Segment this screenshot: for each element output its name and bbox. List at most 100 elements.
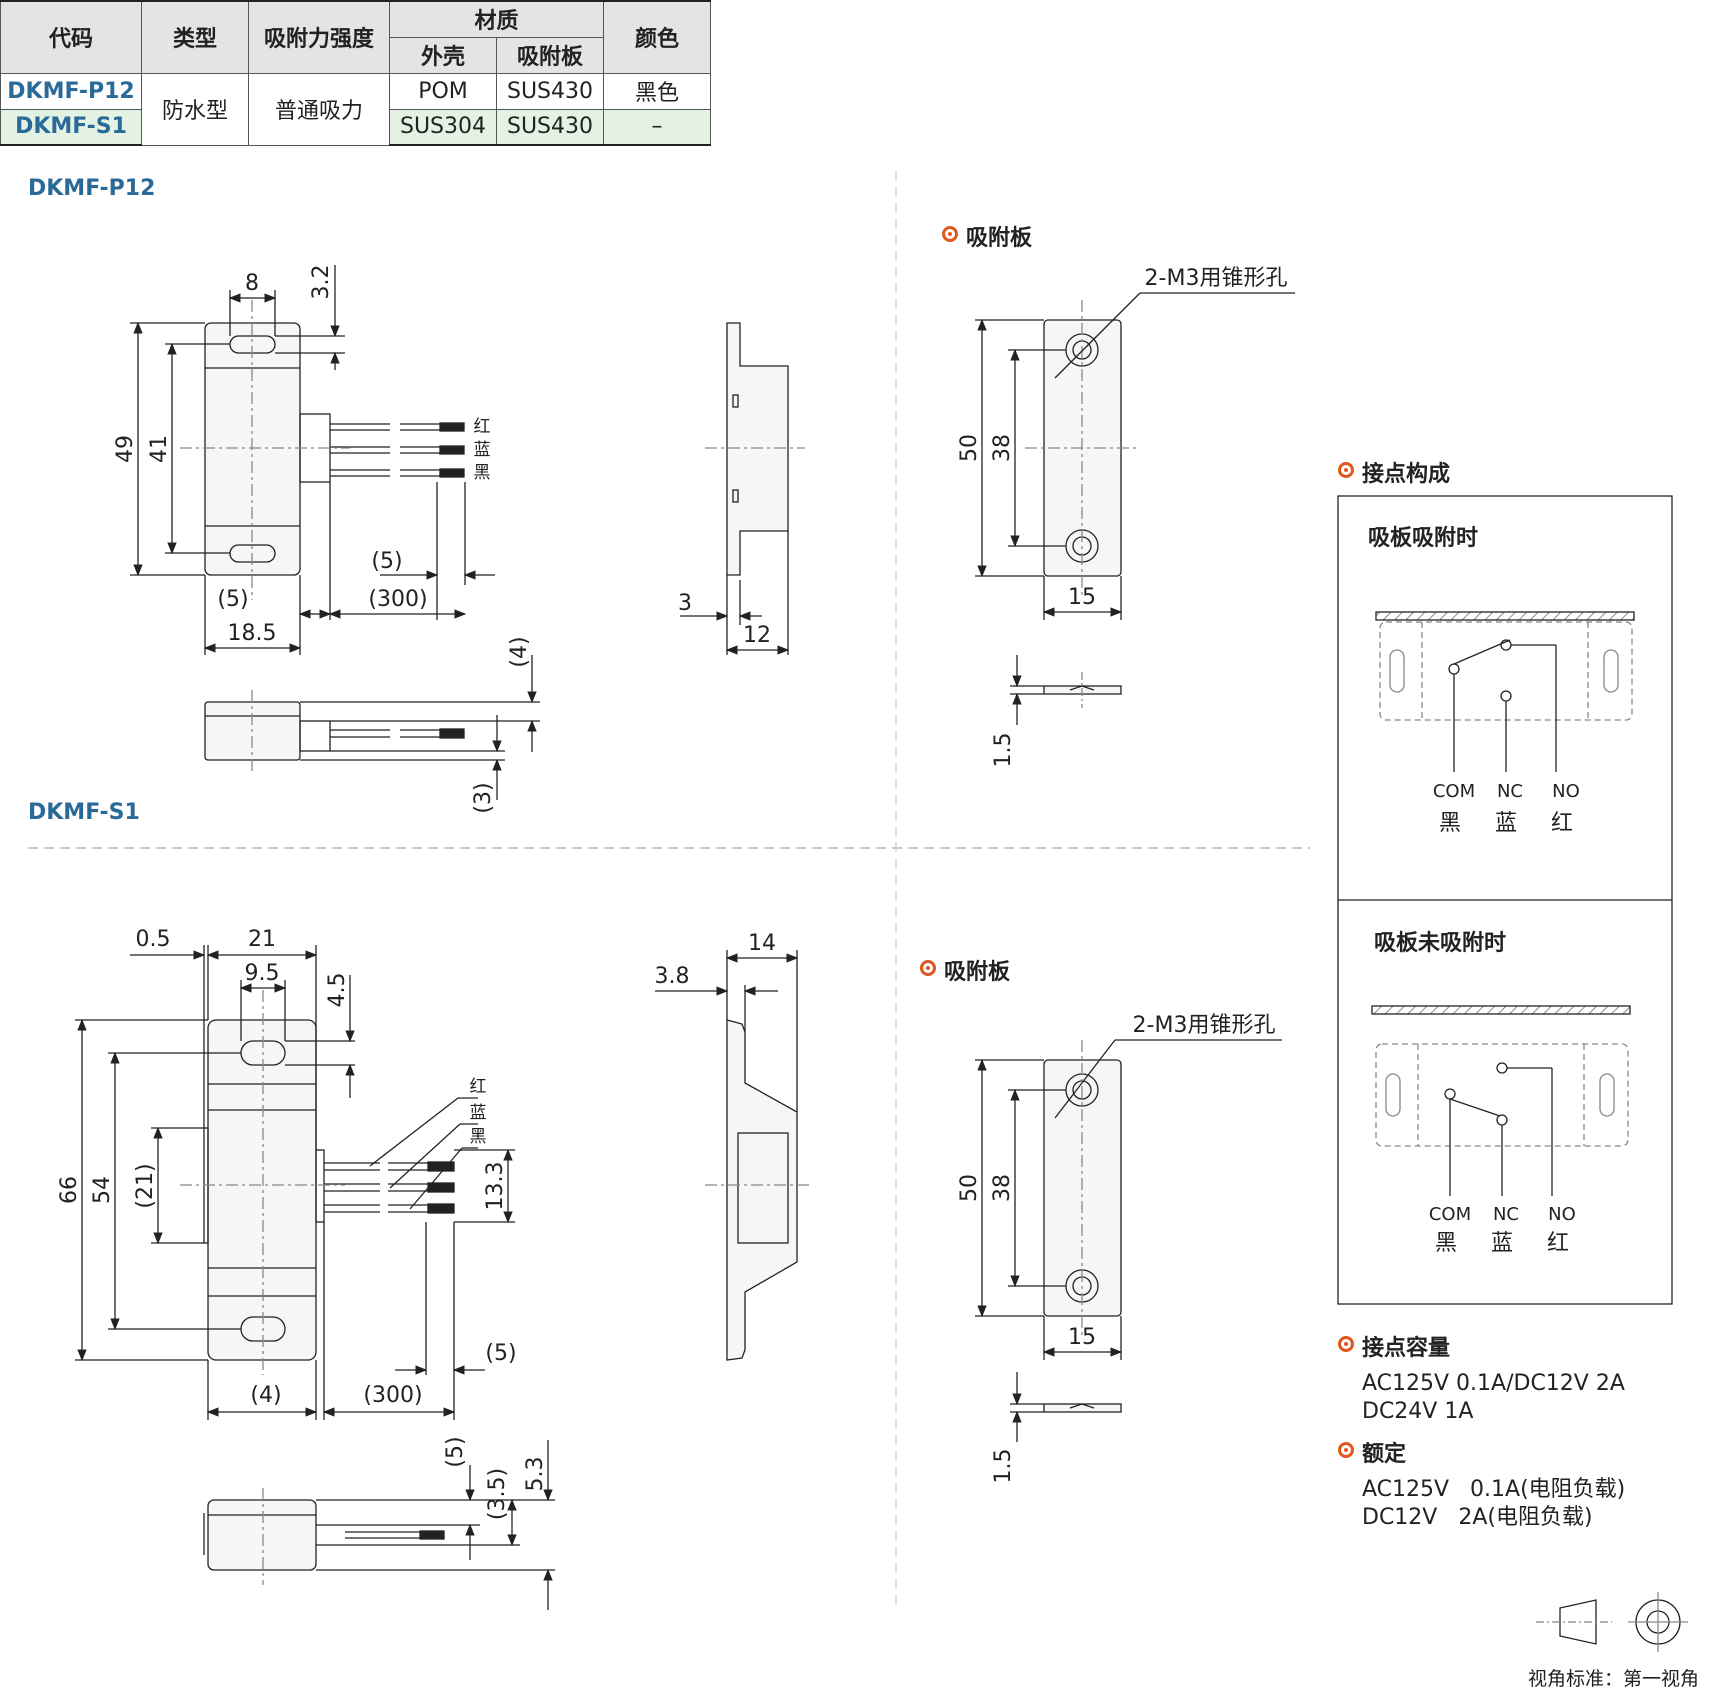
contact-diagram — [1337, 495, 1673, 1305]
dim-text: 38 — [990, 434, 1015, 462]
plate-hole-note: 2-M3用锥形孔 — [1145, 266, 1288, 291]
dim-text: (3) — [471, 782, 496, 813]
wire-label: 红 — [474, 417, 491, 437]
dim-text: (5) — [485, 1341, 516, 1366]
row-plate: SUS430 — [496, 108, 604, 146]
bullet-icon — [1338, 1442, 1354, 1458]
dim-text: 1.5 — [991, 1449, 1016, 1484]
wire-label: 红 — [470, 1077, 487, 1097]
dim-text: 12 — [743, 623, 771, 648]
wire-label: 黑 — [474, 463, 491, 483]
row-code: DKMF-S1 — [0, 108, 142, 146]
dim-text: 54 — [90, 1176, 115, 1204]
view-standard: 视角标准：第一视角 — [1528, 1668, 1700, 1690]
header-material: 材质 — [389, 0, 604, 38]
dim-text: (5) — [217, 587, 248, 612]
wire-label: 黑 — [470, 1127, 487, 1147]
detached-title: 吸板未吸附时 — [1374, 930, 1506, 956]
dim-text: 21 — [248, 927, 276, 952]
row-code: DKMF-P12 — [0, 72, 142, 110]
dim-text: 38 — [990, 1174, 1015, 1202]
dim-text: 5.3 — [523, 1457, 548, 1492]
terminal-color: 黑 — [1439, 811, 1461, 836]
dim-text: 66 — [57, 1176, 82, 1204]
dim-text: 3.8 — [655, 964, 690, 989]
capacity-line2: DC24V 1A — [1362, 1399, 1474, 1424]
terminal-label: NO — [1552, 781, 1580, 802]
dim-text: (5) — [371, 549, 402, 574]
dim-text: (4) — [250, 1383, 281, 1408]
rating-line1: AC125V 0.1A(电阻负载) — [1362, 1477, 1626, 1502]
plate-front-view — [975, 292, 1295, 725]
s1-front-view — [75, 945, 515, 1420]
row-color: – — [603, 108, 711, 146]
plate-hole-note: 2-M3用锥形孔 — [1133, 1013, 1276, 1038]
dim-text: 15 — [1068, 1325, 1096, 1350]
s1-side-view — [655, 950, 810, 1361]
bullet-icon — [1338, 1336, 1354, 1352]
row-shell: SUS304 — [389, 108, 497, 146]
p12-title: DKMF-P12 — [28, 176, 156, 201]
p12-front-view — [130, 265, 495, 655]
dim-text: 9.5 — [245, 961, 280, 986]
row-strength: 普通吸力 — [248, 72, 390, 146]
terminal-label: NO — [1548, 1204, 1576, 1225]
spec-table: 代码 类型 吸附力强度 材质 颜色 外壳 吸附板 DKMF-P12 防水型 普通… — [0, 0, 711, 146]
s1-title: DKMF-S1 — [28, 800, 140, 825]
terminal-label: COM — [1433, 781, 1475, 802]
bullet-icon — [920, 960, 936, 976]
wire-label: 蓝 — [470, 1103, 487, 1123]
dim-text: 3 — [678, 591, 692, 616]
terminal-label: COM — [1429, 1204, 1471, 1225]
terminal-color: 黑 — [1435, 1231, 1457, 1256]
dim-text: 1.5 — [991, 733, 1016, 768]
terminal-label: NC — [1497, 781, 1523, 802]
p12-side-view — [680, 322, 805, 655]
row-shell: POM — [389, 72, 497, 110]
terminal-color: 蓝 — [1491, 1231, 1513, 1256]
header-code: 代码 — [0, 0, 142, 74]
rating-line2: DC12V 2A(电阻负载) — [1362, 1505, 1593, 1530]
capacity-title: 接点容量 — [1362, 1336, 1451, 1361]
table-row: DKMF-P12 防水型 普通吸力 POM SUS430 黑色 — [0, 72, 711, 146]
dim-text: 13.3 — [483, 1162, 508, 1211]
table-row: DKMF-S1 SUS304 SUS430 – — [0, 108, 711, 146]
dim-text: (21) — [133, 1163, 158, 1208]
dim-text: (300) — [368, 587, 427, 612]
p12-top-view — [204, 655, 540, 800]
terminal-color: 蓝 — [1495, 811, 1517, 836]
header-shell: 外壳 — [389, 36, 497, 74]
dim-text: 4.5 — [325, 973, 350, 1008]
bullet-icon — [1338, 462, 1354, 478]
plate-front-view-s1 — [975, 1039, 1282, 1442]
header-plate: 吸附板 — [496, 36, 604, 74]
dim-text: 41 — [147, 435, 172, 463]
dim-text: 15 — [1068, 585, 1096, 610]
dim-text: 49 — [113, 435, 138, 463]
terminal-color: 红 — [1551, 811, 1573, 836]
capacity-line1: AC125V 0.1A/DC12V 2A — [1362, 1371, 1625, 1396]
contact-title: 接点构成 — [1362, 462, 1451, 487]
first-angle-projection-icon — [1536, 1592, 1688, 1652]
dim-text: 3.2 — [309, 265, 334, 300]
dim-text: (3.5) — [485, 1468, 510, 1520]
dim-text: 50 — [957, 434, 982, 462]
dim-text: (5) — [443, 1436, 468, 1467]
dim-text: 8 — [245, 271, 259, 296]
plate-title: 吸附板 — [966, 226, 1033, 251]
dim-text: 18.5 — [228, 621, 277, 646]
wire-label: 蓝 — [474, 440, 491, 460]
terminal-color: 红 — [1547, 1231, 1569, 1256]
s1-top-view — [203, 1440, 555, 1610]
dim-text: 14 — [748, 931, 776, 956]
dim-text: (300) — [363, 1383, 422, 1408]
bullet-icon — [942, 226, 958, 242]
plate-title-s1: 吸附板 — [944, 960, 1011, 985]
terminal-label: NC — [1493, 1204, 1519, 1225]
dim-text: 50 — [957, 1174, 982, 1202]
attached-title: 吸板吸附时 — [1368, 525, 1478, 551]
rating-title: 额定 — [1362, 1442, 1407, 1467]
dim-text: 0.5 — [136, 927, 171, 952]
row-type: 防水型 — [141, 72, 249, 146]
